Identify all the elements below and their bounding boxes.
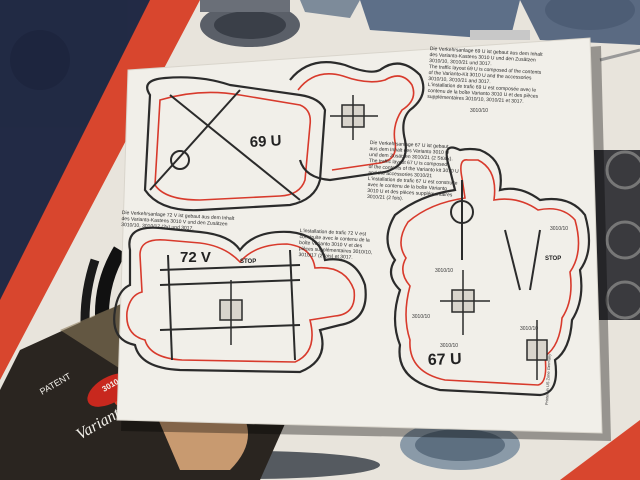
stop-label-72v: STOP — [240, 259, 256, 265]
track-code: 3010/10 — [470, 108, 488, 114]
track-code: 3010/10 — [550, 226, 568, 232]
text-block-middle: Die Verkehrsanlage 67 U ist gebaut aus d… — [367, 140, 500, 207]
stop-label-67u: STOP — [545, 256, 561, 262]
layout-67u-label: 67 U — [428, 351, 462, 369]
layout-69u-label: 69 U — [249, 132, 282, 151]
track-code: 3010/10 — [435, 268, 453, 274]
track-code: 3010/10 — [412, 314, 430, 320]
track-code: 3010/10 — [440, 343, 458, 349]
layout-72v-label: 72 V — [180, 249, 211, 266]
layout-72v-diagram — [113, 226, 367, 374]
tray-compartment — [590, 150, 640, 320]
loose-track-pieces — [200, 0, 640, 62]
instruction-sheet — [116, 37, 603, 434]
track-code: 3010/10 — [520, 326, 538, 332]
layout-69u-diagram — [143, 61, 425, 212]
layout-67u-diagram — [386, 146, 591, 397]
text-block-center: L'installation de trafic 72 V est constr… — [298, 228, 389, 263]
text-block-top-right: Die Verkehrsanlage 69 U ist gebaut aus d… — [427, 46, 590, 108]
